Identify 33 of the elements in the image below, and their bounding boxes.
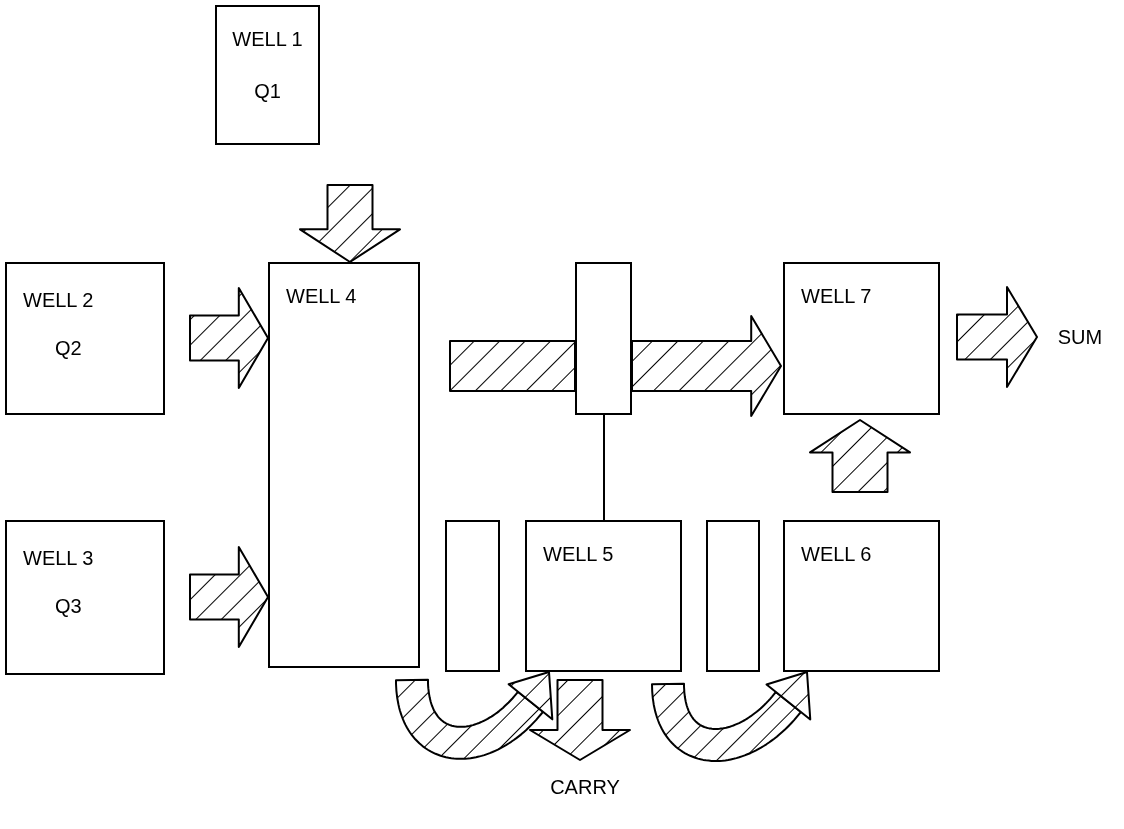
flow-label: Q3 (55, 594, 82, 618)
flow-label: Q2 (55, 336, 82, 360)
well-name: WELL 7 (801, 284, 872, 308)
well-box (5, 520, 165, 675)
flow-label: Q1 (254, 79, 281, 103)
well-box (5, 262, 165, 415)
gate-box (706, 520, 760, 672)
gate-box (445, 520, 500, 672)
well-box (525, 520, 682, 672)
output-label: SUM (1045, 322, 1115, 352)
well-box (783, 520, 940, 672)
hatched-arrow (809, 419, 911, 493)
well-name: WELL 5 (543, 542, 614, 566)
well-box (268, 262, 420, 668)
hatched-arrow (529, 679, 631, 761)
curved-hatched-arrow (651, 671, 812, 762)
well-name: WELL 3 (23, 546, 94, 570)
well-name: WELL 2 (23, 288, 94, 312)
gate-box (575, 262, 632, 415)
output-label: CARRY (540, 772, 630, 802)
well-name: WELL 6 (801, 542, 872, 566)
well-box (215, 5, 320, 145)
hatched-arrow (299, 184, 401, 263)
curved-hatched-arrow (395, 671, 554, 760)
well-name: WELL 1 (232, 27, 303, 51)
connector-line (603, 414, 605, 521)
well-box (783, 262, 940, 415)
well-name: WELL 4 (286, 284, 357, 308)
hatched-arrow (189, 287, 269, 389)
hatched-arrow (631, 315, 782, 417)
hatched-arrow (956, 286, 1038, 388)
hatched-arrow (449, 340, 576, 392)
hatched-arrow (189, 546, 269, 648)
